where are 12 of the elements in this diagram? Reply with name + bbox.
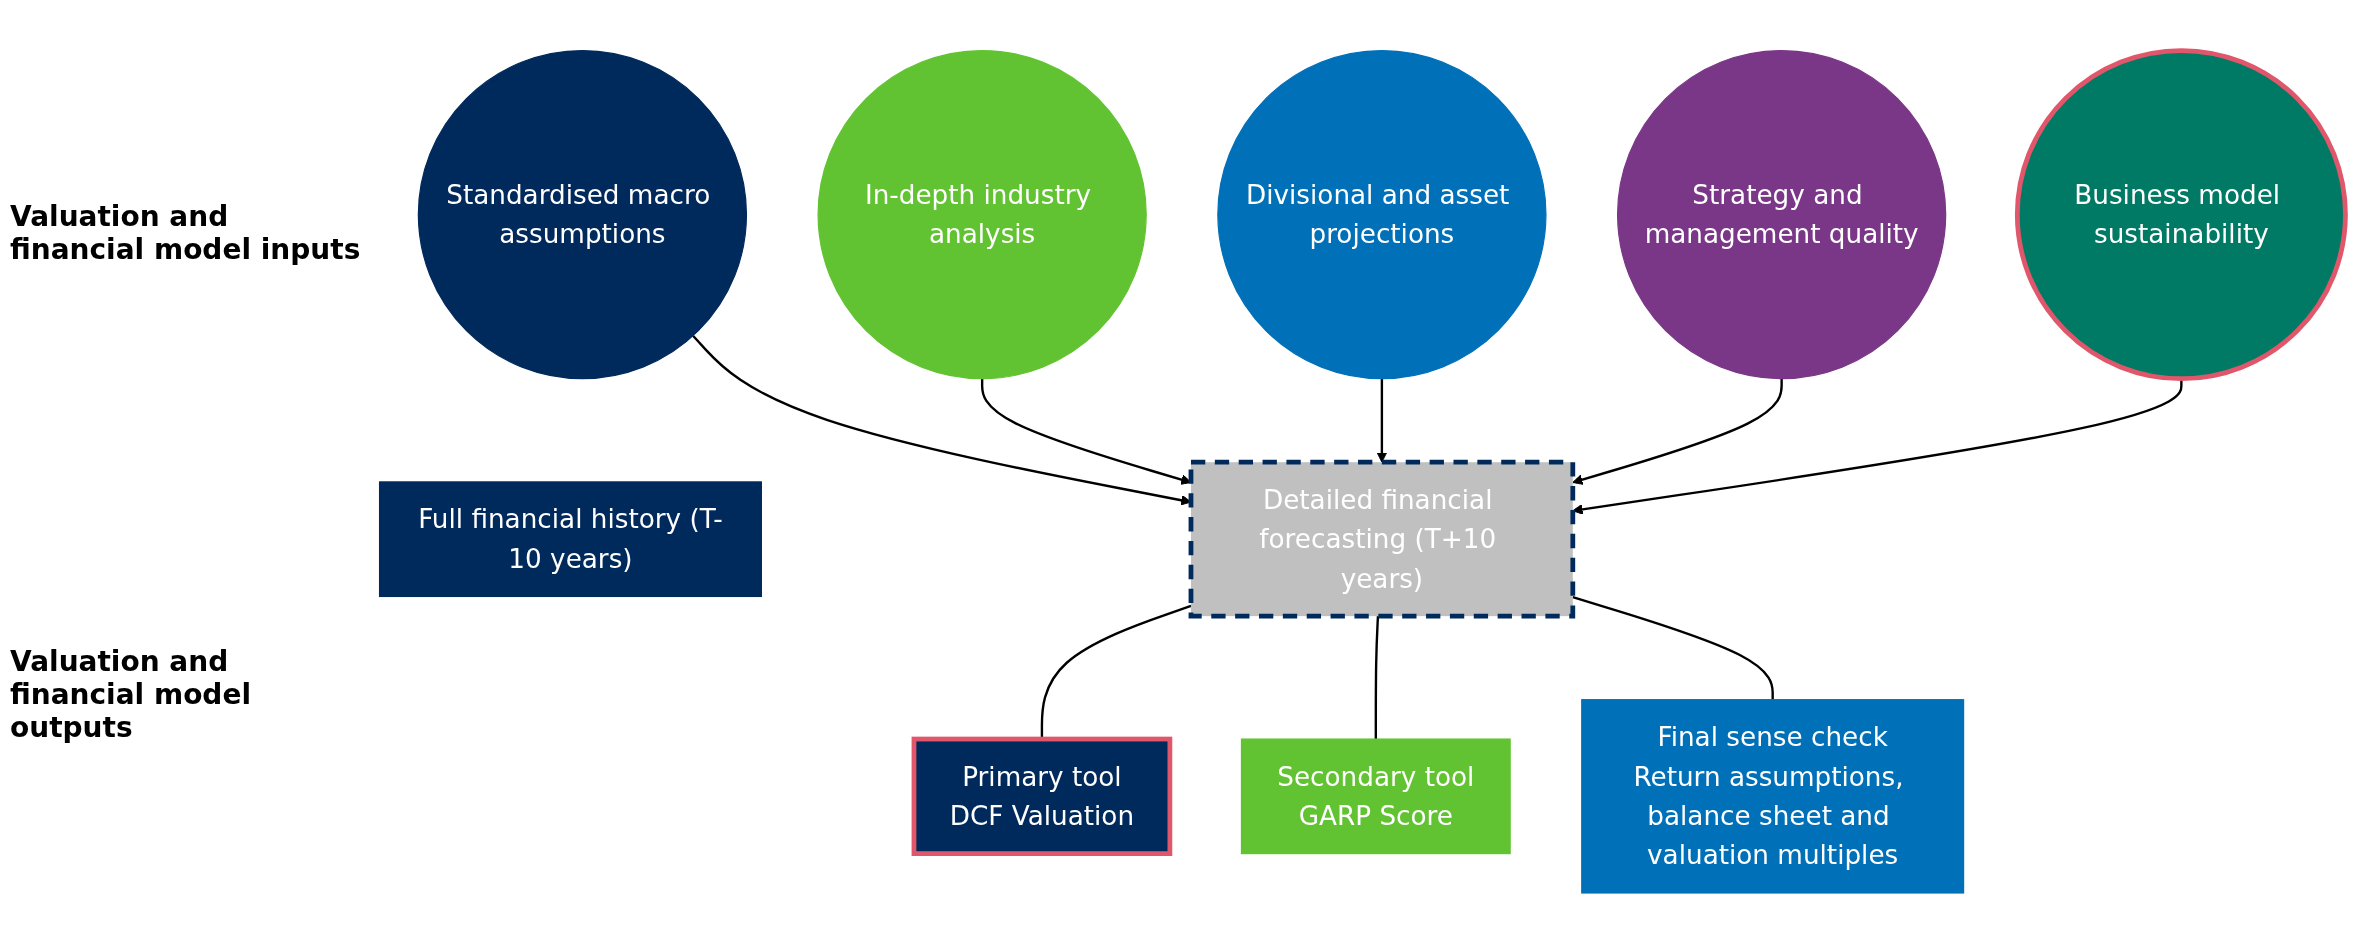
node-box: Secondary tool GARP Score xyxy=(1240,738,1511,855)
node-circle: In-depth industry analysis xyxy=(817,50,1147,380)
node-box: Final sense check Return assumptions, balance sheet and valuation multiples xyxy=(1581,699,1965,894)
node-circle: Business model sustainability xyxy=(2014,48,2348,382)
node-circle: Divisional and asset projections xyxy=(1217,50,1547,380)
node-circle: Strategy and management quality xyxy=(1616,50,1947,380)
section-heading: Valuation and financial model inputs xyxy=(10,199,362,266)
node-circle: Standardised macro assumptions xyxy=(417,50,748,380)
node-box: Primary tool DCF Valuation xyxy=(911,736,1173,857)
node-box: Full financial history (T-10 years) xyxy=(378,481,762,598)
section-heading: Valuation and financial model outputs xyxy=(10,645,252,745)
node-box: Detailed financial forecasting (T+10 years) xyxy=(1188,460,1576,619)
